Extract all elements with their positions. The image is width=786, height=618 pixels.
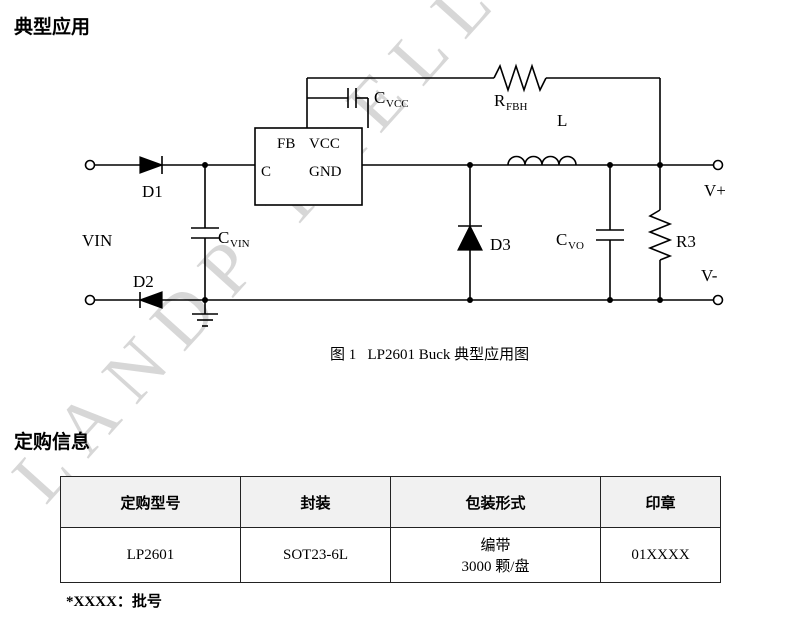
d2-label: D2 — [133, 272, 154, 291]
cvcc-capacitor — [307, 88, 369, 128]
rfbh-label: R — [494, 91, 506, 110]
cvin-capacitor — [191, 165, 219, 300]
footnote: *XXXX：批号 — [66, 594, 162, 610]
ic-pin-vcc: VCC — [309, 136, 340, 152]
section-title-ordering-info: 定购信息 — [14, 432, 91, 453]
ic-pin-gnd: GND — [309, 164, 342, 180]
cvcc-label: C — [374, 88, 385, 107]
cvin-label-sub: VIN — [230, 238, 250, 250]
figure-caption: 图 1 LP2601 Buck 典型应用图 — [330, 347, 530, 363]
ic-block — [254, 127, 363, 206]
typical-application-schematic: R FBH C VCC FB VCC C GND D1 C VIN VIN L … — [82, 63, 726, 327]
ordering-info-table: 定购型号 封装 包装形式 印章 LP2601 SOT23-6L 编带 3000 … — [60, 476, 721, 583]
ic-pin-fb: FB — [277, 136, 295, 152]
r3-resistor — [647, 165, 673, 300]
ground-symbol — [192, 300, 218, 327]
vminus-label: V- — [701, 266, 718, 285]
rfbh-label-sub: FBH — [506, 101, 527, 113]
cell-marking: 01XXXX — [600, 527, 721, 583]
cvo-label: C — [556, 230, 567, 249]
header-package: 封装 — [240, 476, 391, 528]
table-header-row: 定购型号 封装 包装形式 印章 — [60, 476, 721, 528]
packaging-line1: 编带 — [480, 538, 511, 554]
output-terminal-vminus — [712, 294, 724, 306]
packaging-line2: 3000 颗/盘 — [461, 559, 530, 575]
vin-label: VIN — [82, 231, 112, 250]
cell-package: SOT23-6L — [240, 527, 391, 583]
d2-diode — [138, 291, 163, 309]
inductor-label: L — [557, 111, 567, 130]
d3-diode — [457, 165, 483, 300]
r3-label: R3 — [676, 232, 696, 251]
d1-label: D1 — [142, 182, 163, 201]
input-terminal-bottom — [84, 294, 96, 306]
cvcc-label-sub: VCC — [386, 98, 409, 110]
vplus-label: V+ — [704, 181, 726, 200]
d3-label: D3 — [490, 235, 511, 254]
input-terminal-top — [84, 159, 96, 171]
header-order-model: 定购型号 — [60, 476, 241, 528]
d1-diode — [139, 156, 164, 174]
rfbh-resistor — [493, 63, 547, 93]
header-marking: 印章 — [600, 476, 721, 528]
section-title-typical-application: 典型应用 — [14, 17, 91, 38]
cell-packaging: 编带 3000 颗/盘 — [390, 527, 601, 583]
ic-pin-c: C — [261, 164, 271, 180]
cvo-capacitor — [596, 165, 624, 300]
output-terminal-vplus — [712, 159, 724, 171]
cvin-label: C — [218, 228, 229, 247]
l-inductor — [507, 155, 577, 166]
header-packaging: 包装形式 — [390, 476, 601, 528]
table-row: LP2601 SOT23-6L 编带 3000 颗/盘 01XXXX — [60, 527, 721, 583]
cvo-label-sub: VO — [568, 240, 584, 252]
feedback-wire — [306, 63, 661, 165]
cell-order-model: LP2601 — [60, 527, 241, 583]
